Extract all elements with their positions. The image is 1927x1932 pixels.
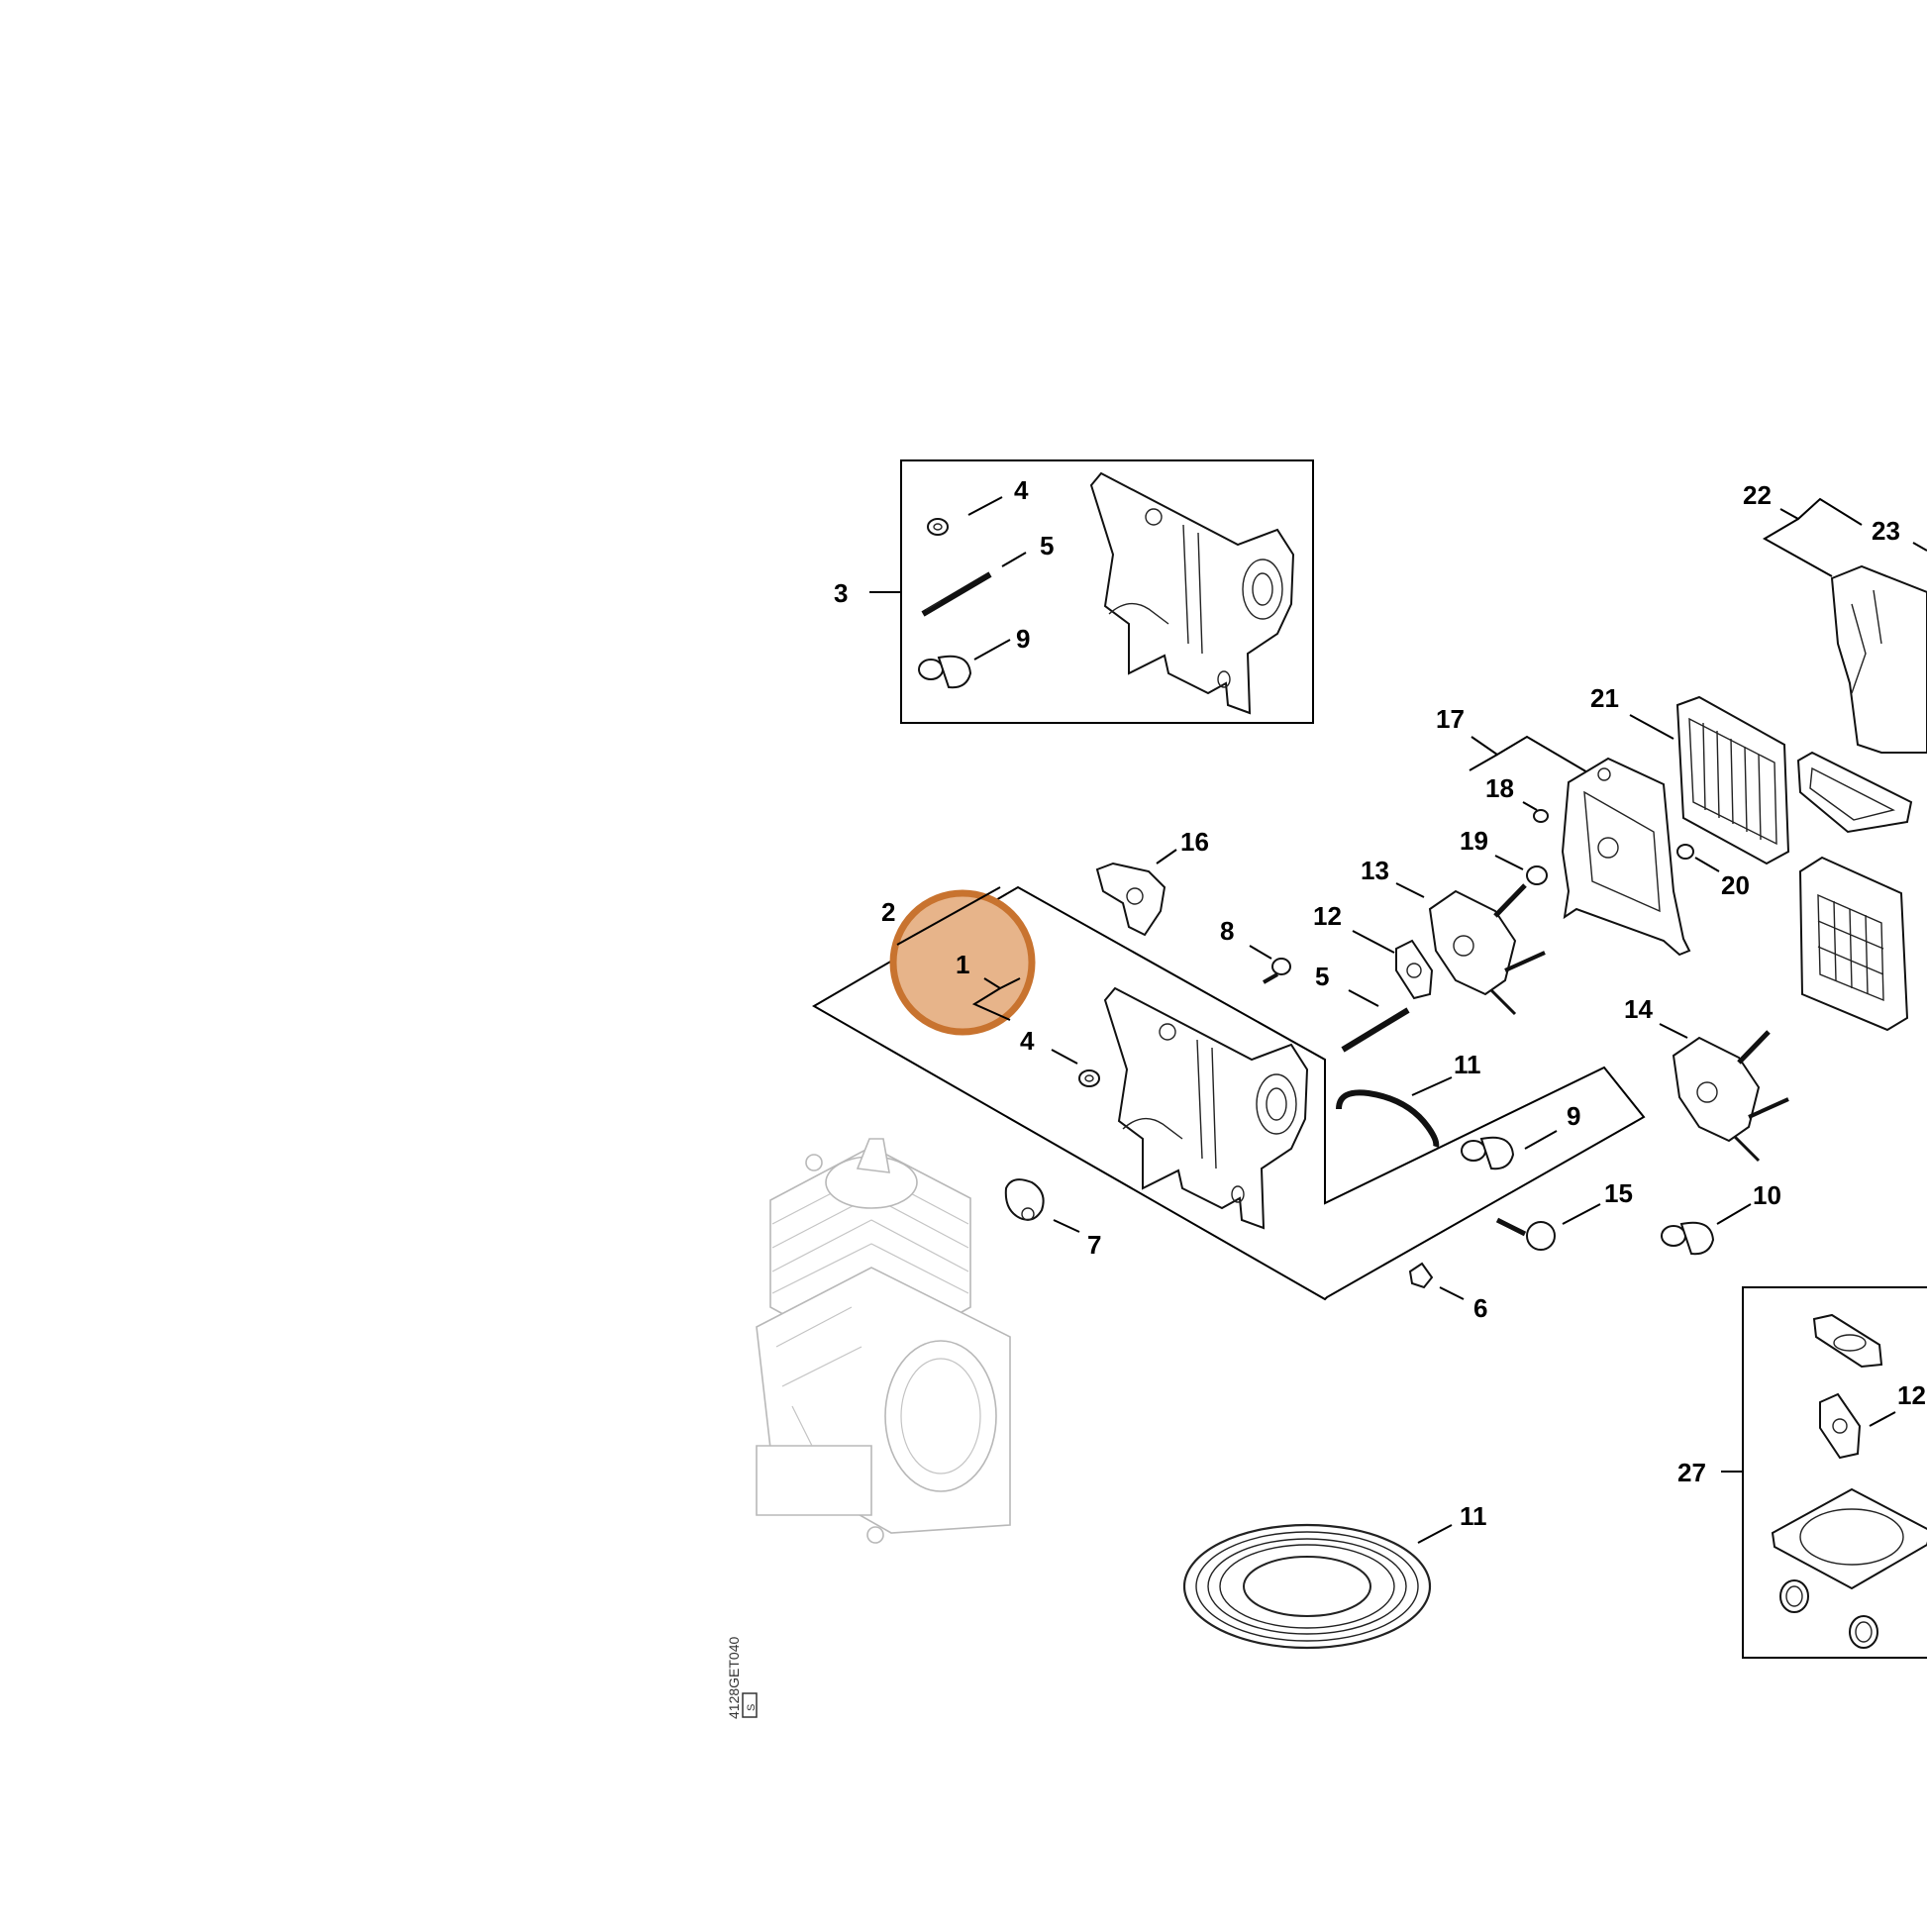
carburetor-housing-top-icon[interactable] (1089, 471, 1295, 715)
drawing-code-suffix: S (746, 1704, 758, 1711)
callout-11-hose[interactable]: 11 (1454, 1050, 1481, 1079)
bolt-19-icon[interactable] (1526, 865, 1548, 885)
drawing-reference-code: 4128GET040 (726, 1637, 742, 1719)
fuel-line-coil-icon[interactable] (1182, 1523, 1432, 1650)
callout-12-main[interactable]: 12 (1313, 901, 1342, 931)
callout-13[interactable]: 13 (1361, 856, 1389, 885)
callout-12-box[interactable]: 12 (1897, 1380, 1926, 1410)
drawing-code-box (742, 1692, 758, 1718)
callout-16[interactable]: 16 (1180, 827, 1209, 857)
clip-6-icon[interactable] (1408, 1262, 1434, 1289)
callout-5-top[interactable]: 5 (1040, 531, 1054, 560)
air-filter-baseplate-icon[interactable] (1561, 757, 1691, 957)
nut-20-icon[interactable] (1676, 844, 1694, 860)
oil-seal-left-icon[interactable] (1779, 1579, 1809, 1613)
callout-6[interactable]: 6 (1473, 1293, 1487, 1323)
carburetor-housing-main-icon[interactable] (1103, 986, 1309, 1230)
callout-11-coil[interactable]: 11 (1460, 1501, 1487, 1531)
grommet-15-icon[interactable] (1495, 1217, 1556, 1251)
callout-21[interactable]: 21 (1590, 683, 1619, 713)
callout-5-main[interactable]: 5 (1315, 962, 1329, 991)
fuel-hose-11-icon[interactable] (1336, 1089, 1440, 1148)
callout-23[interactable]: 23 (1872, 516, 1900, 546)
callout-22[interactable]: 22 (1743, 480, 1772, 510)
air-filter-21-icon[interactable] (1675, 695, 1790, 865)
callout-19[interactable]: 19 (1460, 826, 1488, 856)
callout-4-top[interactable]: 4 (1014, 475, 1029, 505)
nut-lower-icon[interactable] (1078, 1069, 1100, 1087)
stud-part-icon[interactable] (921, 571, 992, 617)
gasket-box27-top-icon[interactable] (1812, 1313, 1883, 1369)
svg-text:S: S (746, 1704, 758, 1711)
primer-bulb-icon[interactable] (918, 655, 972, 689)
callout-27[interactable]: 27 (1677, 1458, 1706, 1487)
callout-1[interactable]: 1 (956, 950, 969, 979)
callout-7[interactable]: 7 (1087, 1230, 1101, 1260)
air-filter-element-icon[interactable] (1798, 856, 1909, 1032)
nut-part-icon[interactable] (927, 518, 949, 536)
callout-9-main[interactable]: 9 (1567, 1101, 1580, 1131)
screw-8-icon[interactable] (1263, 958, 1291, 984)
callout-18[interactable]: 18 (1485, 773, 1514, 803)
callout-2[interactable]: 2 (881, 897, 895, 927)
callout-10[interactable]: 10 (1753, 1180, 1781, 1210)
washer-7-icon[interactable] (1004, 1178, 1045, 1221)
callout-15[interactable]: 15 (1604, 1178, 1633, 1208)
primer-bulb-9-icon[interactable] (1461, 1136, 1515, 1170)
callout-9-top[interactable]: 9 (1016, 624, 1030, 654)
callout-14[interactable]: 14 (1624, 994, 1653, 1024)
callout-4-lower[interactable]: 4 (1020, 1026, 1035, 1056)
carburetor-14-icon[interactable] (1672, 1030, 1789, 1163)
cylinder-gasket-icon[interactable] (1771, 1487, 1927, 1590)
callout-20[interactable]: 20 (1721, 870, 1750, 900)
oil-seal-right-icon[interactable] (1849, 1615, 1878, 1649)
carburetor-13-icon[interactable] (1428, 883, 1546, 1016)
callout-3[interactable]: 3 (834, 578, 848, 608)
svg-text:4128GET040: 4128GET040 (726, 1637, 742, 1719)
air-filter-cover-icon[interactable] (1830, 564, 1927, 754)
stud-5-icon[interactable] (1341, 1007, 1410, 1053)
bracket-16-icon[interactable] (1095, 862, 1166, 937)
assembly-outline-1 (812, 885, 1646, 1301)
gasket-12-icon[interactable] (1395, 939, 1434, 1000)
callout-17[interactable]: 17 (1436, 704, 1465, 734)
gasket-12-box-icon[interactable] (1819, 1392, 1862, 1460)
filter-insert-icon[interactable] (1796, 751, 1913, 834)
engine-context-drawing (756, 1138, 1011, 1544)
nut-18-icon[interactable] (1533, 809, 1549, 823)
callout-8[interactable]: 8 (1220, 916, 1234, 946)
primer-bulb-10-icon[interactable] (1661, 1221, 1715, 1256)
